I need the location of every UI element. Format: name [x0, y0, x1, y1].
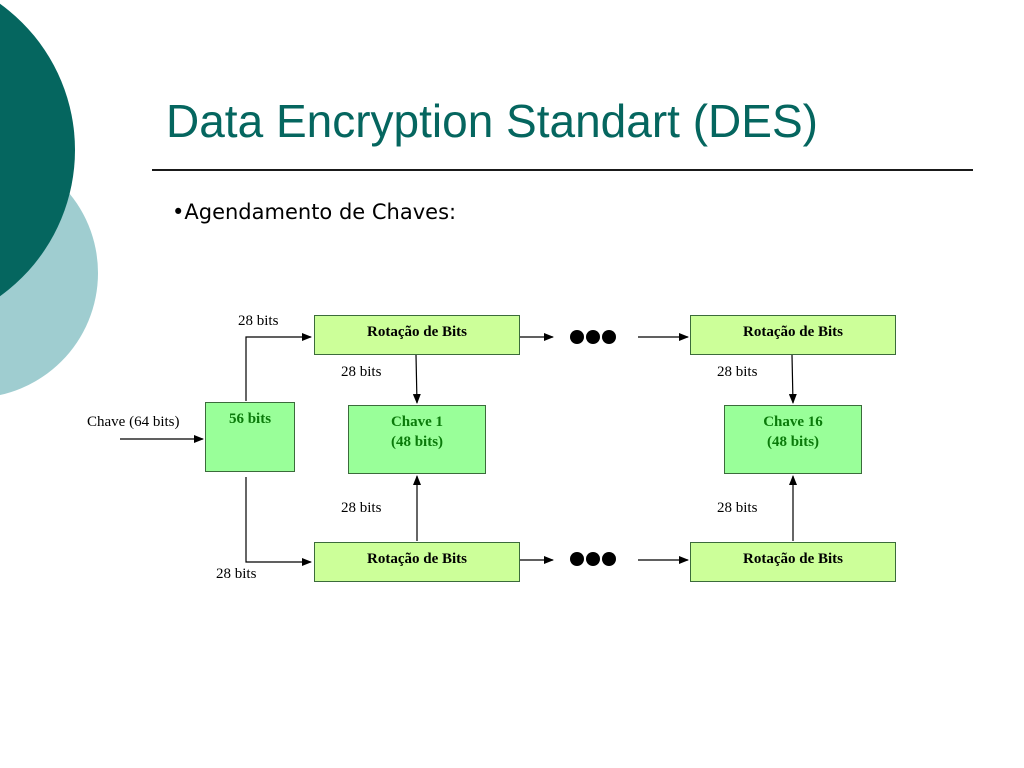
bits-label-bottom-round-16: 28 bits	[717, 500, 758, 516]
arrow-lower-branch	[245, 477, 312, 566]
subkey-1-size: (48 bits)	[390, 434, 444, 450]
input-key-label: Chave (64 bits)	[87, 414, 180, 430]
bits-label-bottom-round-1: 28 bits	[341, 500, 382, 516]
subkey-16-block: Chave 16 (48 bits)	[724, 405, 862, 474]
slide-title: Data Encryption Standart (DES)	[166, 95, 818, 147]
subkey-1-block: Chave 1 (48 bits)	[348, 405, 486, 474]
rotation-bottom-round-16: Rotação de Bits	[690, 542, 896, 582]
title-underline	[152, 169, 973, 171]
subkey-1-title: Chave 1	[390, 414, 444, 430]
bits-label-top-round-16: 28 bits	[717, 364, 758, 380]
ellipsis-dot	[570, 552, 584, 566]
ellipsis-dot	[586, 330, 600, 344]
subkey-16-size: (48 bits)	[766, 434, 820, 450]
bullet-text: •Agendamento de Chaves:	[172, 200, 457, 224]
arrow-top-rot1-to-key1	[412, 354, 421, 404]
arrow-upper-branch	[245, 333, 312, 401]
initial-56-bits-block: 56 bits	[205, 402, 295, 472]
rotation-top-round-16: Rotação de Bits	[690, 315, 896, 355]
ellipsis-dots-top	[570, 330, 616, 344]
ellipsis-dot	[570, 330, 584, 344]
bits-label-upper-branch: 28 bits	[238, 313, 279, 329]
ellipsis-dot	[586, 552, 600, 566]
bits-label-lower-branch: 28 bits	[216, 566, 257, 582]
ellipsis-dot	[602, 330, 616, 344]
ellipsis-dot	[602, 552, 616, 566]
ellipsis-dots-bottom	[570, 552, 616, 566]
rotation-top-round-1: Rotação de Bits	[314, 315, 520, 355]
bits-label-top-round-1: 28 bits	[341, 364, 382, 380]
subkey-16-title: Chave 16	[763, 414, 823, 430]
rotation-bottom-round-1: Rotação de Bits	[314, 542, 520, 582]
arrow-top-rot16-to-key16	[788, 354, 797, 404]
